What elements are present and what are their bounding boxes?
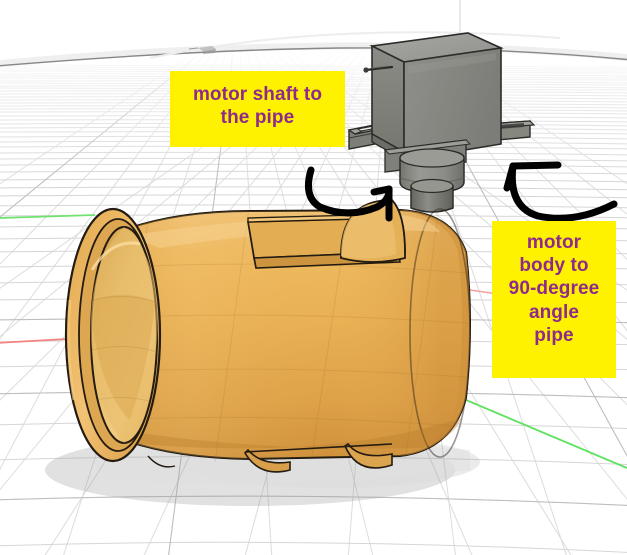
y-axis-line-left	[0, 214, 96, 219]
callout-body-line-4: angle	[528, 301, 580, 323]
callout-body-line-5: pipe	[534, 324, 574, 346]
arrow-to-shaft	[305, 166, 393, 222]
arrow-to-motor-body	[503, 161, 618, 222]
viewcube-marker	[188, 46, 216, 54]
pipe-open-end	[64, 207, 162, 463]
callout-shaft-line-2: the pipe	[220, 107, 295, 129]
callout-motor-body-to-angle-pipe[interactable]: motor body to 90-degree angle pipe	[492, 221, 616, 378]
motor-wire-tab	[363, 65, 394, 73]
pipe-barrel	[112, 208, 471, 462]
callout-body-line-3: 90-degree	[508, 278, 600, 300]
callout-shaft-line-1: motor shaft to	[192, 84, 323, 105]
callout-body-line-2: body to	[519, 255, 589, 277]
motor-body-box[interactable]	[369, 32, 504, 162]
callout-body-line-1: motor	[526, 232, 582, 253]
pipe-bottom-cutouts	[147, 442, 393, 473]
motor-output-shaft	[410, 178, 454, 213]
callout-motor-shaft-to-pipe[interactable]: motor shaft to the pipe	[170, 71, 345, 147]
